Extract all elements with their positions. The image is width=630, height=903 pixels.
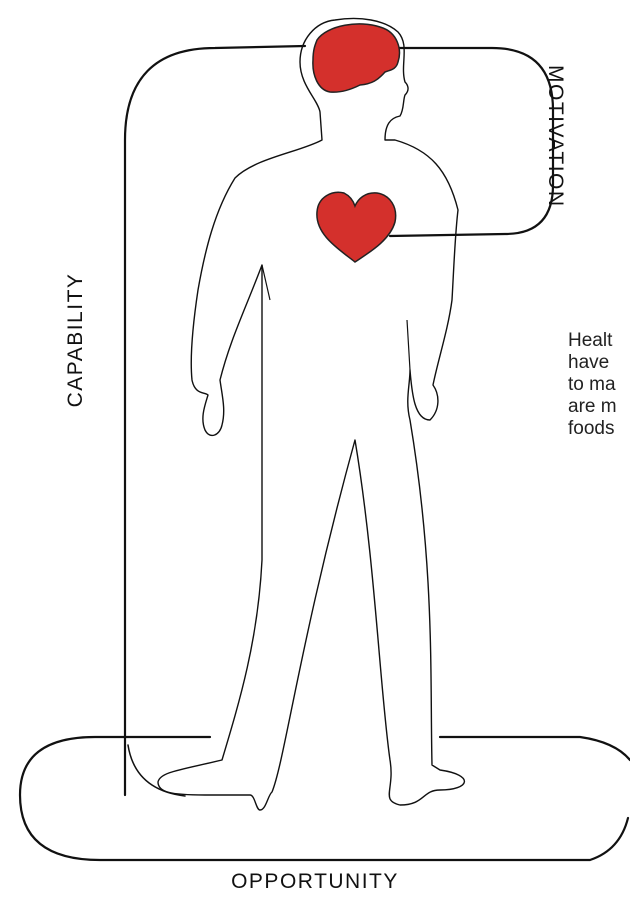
- capability-label: CAPABILITY: [64, 273, 88, 408]
- motivation-label: MOTIVATION: [543, 65, 567, 208]
- motivation-capability-frame: [125, 46, 553, 795]
- description-line: foods: [568, 418, 630, 440]
- description-line: Healt: [568, 330, 630, 352]
- person-outline: [158, 19, 464, 811]
- description-line: are m: [568, 396, 630, 418]
- opportunity-frame: [20, 737, 630, 860]
- person-arm-line: [262, 265, 410, 370]
- description-line: to ma: [568, 374, 630, 396]
- brain-icon: [313, 24, 400, 92]
- description-line: have: [568, 352, 630, 374]
- opportunity-label: OPPORTUNITY: [0, 870, 630, 894]
- description-text: Healt have to ma are m foods: [568, 330, 630, 440]
- heart-icon: [317, 192, 396, 262]
